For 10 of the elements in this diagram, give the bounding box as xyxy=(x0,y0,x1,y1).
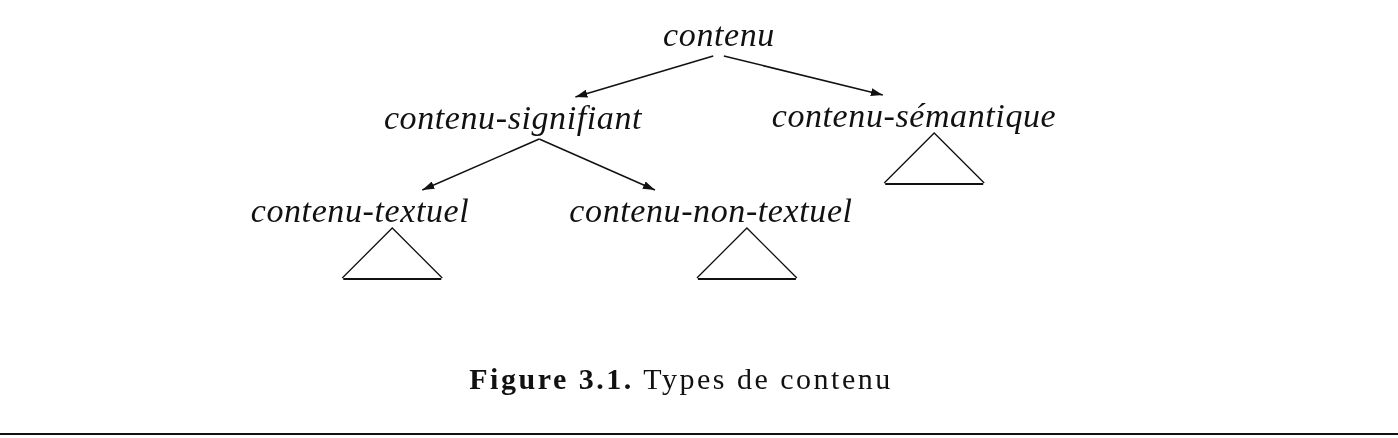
arrow xyxy=(538,138,656,191)
tree-node-label: contenu-non-textuel xyxy=(567,190,855,232)
tree-node-label: contenu-textuel xyxy=(248,190,472,232)
figure-caption: Figure 3.1. Types de contenu xyxy=(469,362,893,395)
tree-node-label: contenu-signifiant xyxy=(381,97,645,139)
arrow xyxy=(421,138,540,191)
tree-node-label: contenu xyxy=(661,14,777,56)
tree-node-label: contenu-sémantique xyxy=(769,95,1059,137)
arrow xyxy=(574,55,714,98)
arrow xyxy=(723,55,884,97)
